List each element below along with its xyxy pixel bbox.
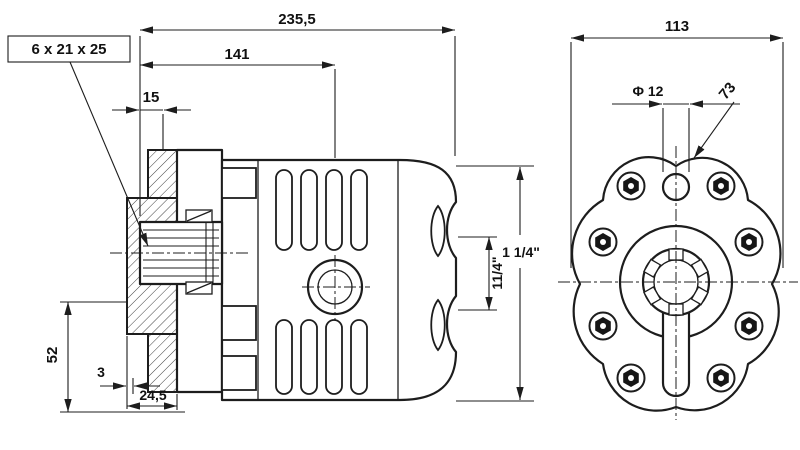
dim-text-hole-diameter: Φ 12 xyxy=(633,83,664,99)
front-view: 113 Φ 12 73 xyxy=(558,18,798,420)
dim-flange-height: 52 xyxy=(44,301,185,413)
dim-text-15: 15 xyxy=(143,89,160,106)
dim-text-port-thread: 11/4" xyxy=(489,256,505,289)
dim-hole-diameter: Φ 12 xyxy=(612,83,740,172)
label-text-port-size: 1 1/4" xyxy=(502,244,540,260)
drive-shaft xyxy=(138,209,224,295)
dim-text-3: 3 xyxy=(97,364,105,380)
hex-bolt xyxy=(706,363,736,393)
rear-cover-reliefs xyxy=(430,204,446,352)
dim-to-port-center: 141 xyxy=(140,46,336,158)
dim-flange-thickness: 24,5 xyxy=(127,387,178,410)
side-view: 235,5 141 15 6 x 21 x 25 52 xyxy=(7,11,540,413)
dim-text-24-5: 24,5 xyxy=(139,387,166,403)
dim-overall-width: 113 xyxy=(570,18,784,268)
hex-bolt xyxy=(706,171,736,201)
dim-pitch: 73 xyxy=(693,79,740,159)
dim-text-52: 52 xyxy=(44,347,61,364)
hex-bolt xyxy=(734,227,764,257)
hex-bolt xyxy=(616,363,646,393)
hex-bolt xyxy=(616,171,646,201)
tie-bolt-top xyxy=(221,167,257,199)
dim-port-thread: 11/4" xyxy=(458,236,505,311)
tie-bolt-bottom-1 xyxy=(221,305,257,341)
dim-text-113: 113 xyxy=(665,18,689,35)
hex-bolt xyxy=(734,311,764,341)
side-centerlines xyxy=(110,252,370,320)
dim-text-141: 141 xyxy=(224,46,249,63)
body-ribs xyxy=(275,169,368,395)
front-centerlines xyxy=(558,146,798,420)
pump-body xyxy=(220,158,458,402)
dim-shaft-end: 15 xyxy=(112,89,191,150)
flange-ear-top xyxy=(147,149,178,199)
hex-bolt xyxy=(588,311,618,341)
spline-spec-text: 6 x 21 x 25 xyxy=(31,41,106,58)
dim-text-overall-length: 235,5 xyxy=(278,11,316,28)
label-port-size: 1 1/4" xyxy=(456,165,540,402)
flange-ear-bottom xyxy=(147,333,178,393)
dim-text-73: 73 xyxy=(716,79,740,103)
spline-spec-callout: 6 x 21 x 25 xyxy=(7,35,149,247)
spline-grooves xyxy=(143,222,219,284)
hex-bolt xyxy=(588,227,618,257)
tie-bolt-bottom-2 xyxy=(221,355,257,391)
dim-step: 3 xyxy=(97,336,160,409)
